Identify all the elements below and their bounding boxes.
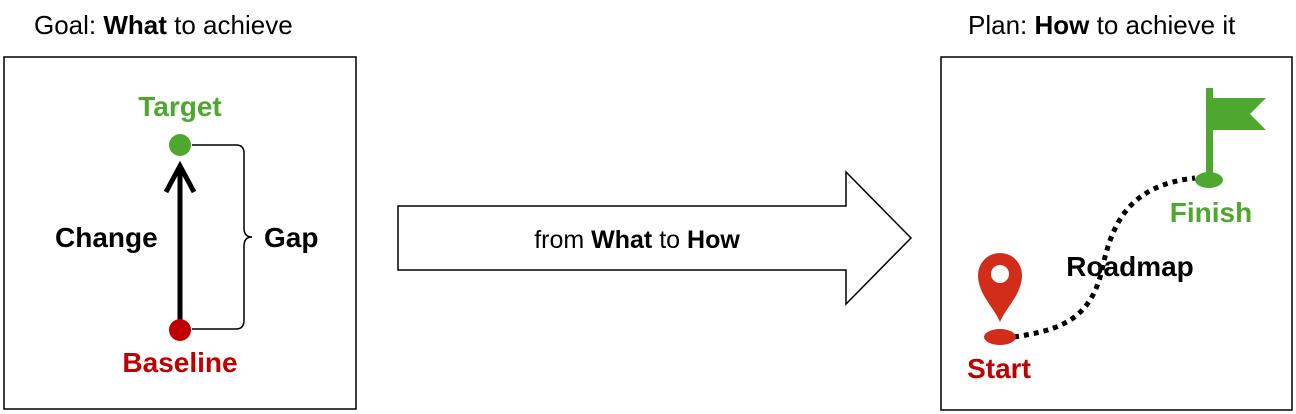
transition-arrow (397, 170, 913, 306)
plan-title-suffix: to achieve it (1089, 10, 1236, 40)
transition-text-how: How (687, 226, 740, 254)
goal-title-suffix: to achieve (166, 10, 293, 40)
transition-arrow-label: from What to How (534, 226, 740, 254)
goal-title-prefix: Goal: (34, 10, 104, 40)
gap-brace (192, 144, 253, 330)
transition-text-prefix: from (534, 226, 591, 254)
gap-label: Gap (264, 222, 318, 253)
finish-flag-icon (1213, 98, 1266, 130)
baseline-label: Baseline (122, 347, 237, 378)
goal-title-bold: What (103, 10, 167, 40)
location-pin-icon (978, 253, 1022, 322)
change-arrow-head (163, 160, 197, 194)
plan-title-bold: How (1034, 10, 1090, 40)
plan-title-prefix: Plan: (968, 10, 1035, 40)
target-label: Target (138, 91, 222, 122)
plan-panel-title: Plan: How to achieve it (968, 10, 1235, 41)
start-base (984, 329, 1016, 345)
finish-label: Finish (1170, 197, 1252, 228)
target-dot (169, 134, 191, 156)
change-label: Change (55, 222, 158, 253)
start-label: Start (967, 353, 1031, 384)
baseline-dot (169, 319, 191, 341)
pin-hole (991, 265, 1009, 283)
transition-text-middle: to (652, 226, 687, 254)
roadmap-path (1013, 175, 1196, 340)
goal-panel-title: Goal: What to achieve (34, 10, 293, 41)
roadmap-label: Roadmap (1066, 251, 1194, 282)
transition-text-what: What (591, 226, 653, 254)
flag-pole-icon (1206, 88, 1213, 180)
